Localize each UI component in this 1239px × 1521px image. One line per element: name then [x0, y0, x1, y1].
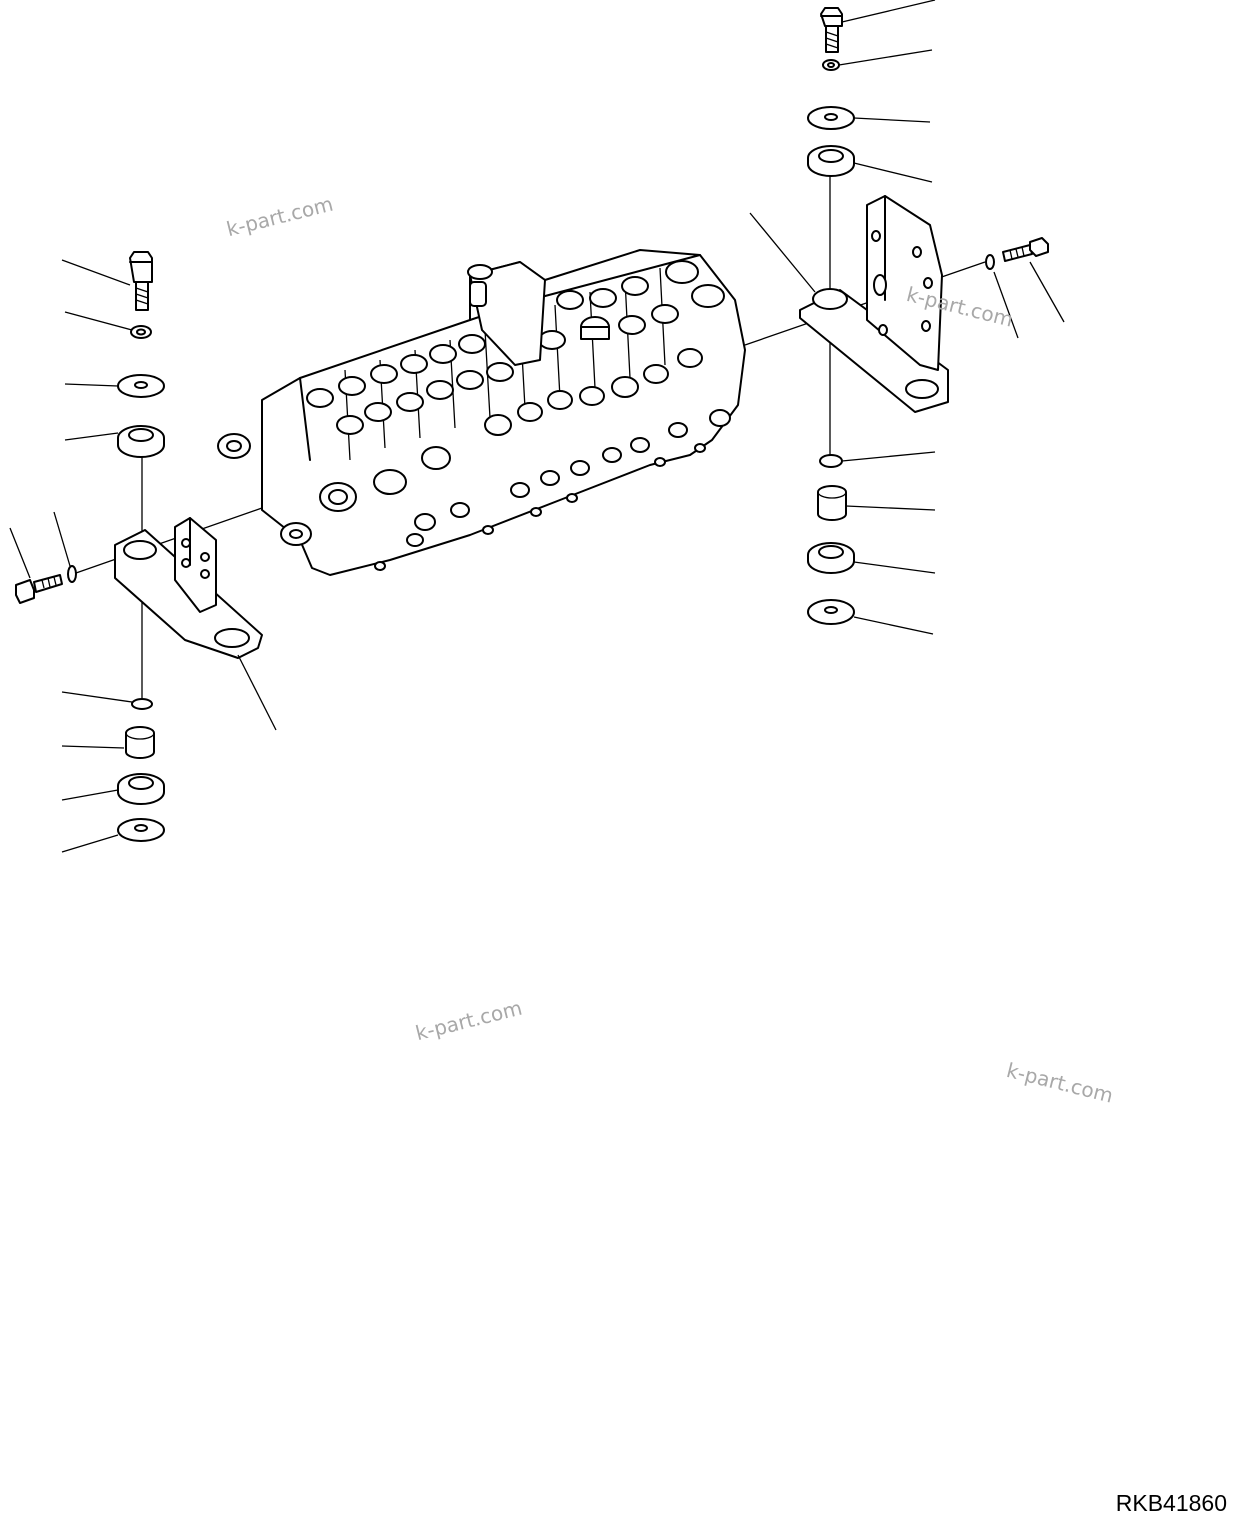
right-collar: [817, 485, 847, 521]
left-side-washer: [67, 565, 77, 583]
right-o-ring: [819, 454, 843, 468]
right-side-washer: [985, 254, 995, 270]
right-flat-washer-bottom: [807, 599, 855, 625]
valve-top-ports: [306, 260, 725, 435]
valve-side-fittings: [319, 348, 731, 571]
left-rubber-mount-bottom: [117, 773, 165, 805]
right-rubber-mount-bottom: [807, 542, 855, 574]
control-valve-assembly: [217, 249, 746, 576]
left-flat-washer-top: [117, 374, 165, 398]
left-bolt-top: [129, 251, 153, 311]
left-flat-washer-bottom: [117, 818, 165, 842]
right-spring-washer-top: [822, 59, 840, 71]
left-spring-washer-top: [130, 325, 152, 339]
left-side-bolt: [15, 574, 63, 604]
drawing-number: RKB41860: [1115, 1490, 1227, 1516]
lifting-eye-right: [280, 522, 312, 546]
right-bracket: [799, 195, 949, 413]
left-collar: [125, 726, 155, 759]
left-leader-lines: [9, 259, 277, 853]
solenoid-block: [467, 261, 610, 366]
right-side-bolt: [1002, 237, 1049, 262]
left-rubber-mount-top: [117, 425, 165, 458]
right-flat-washer-top: [807, 106, 855, 130]
right-leader-lines: [749, 0, 1065, 635]
right-bolt-top: [820, 7, 843, 53]
right-rubber-mount-top: [807, 145, 855, 177]
left-o-ring: [131, 698, 153, 710]
left-bracket: [114, 517, 263, 659]
lifting-eye-left: [217, 433, 251, 459]
